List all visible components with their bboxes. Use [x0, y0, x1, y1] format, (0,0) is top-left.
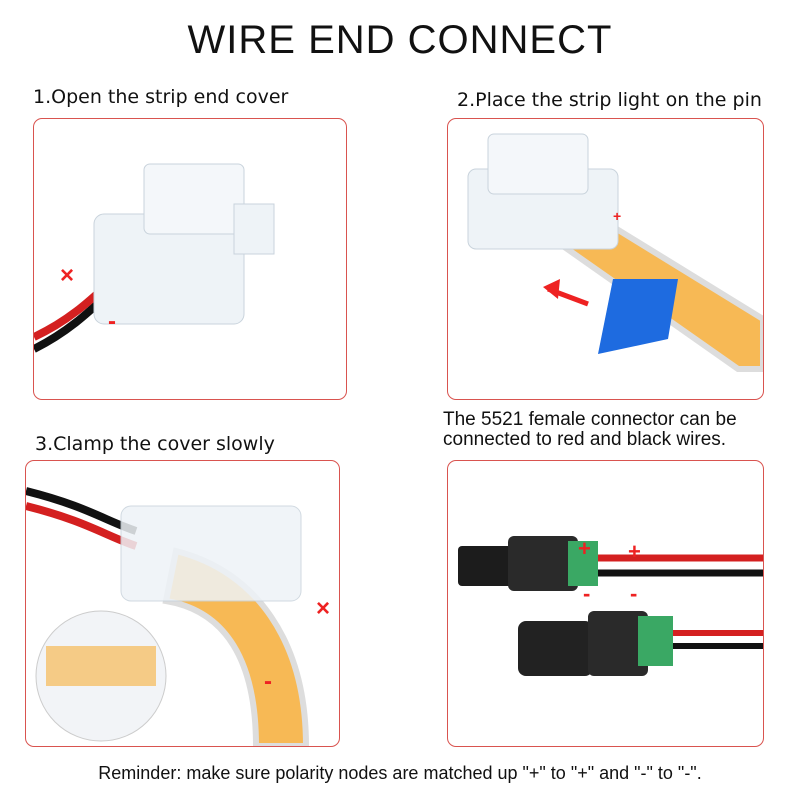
reminder-text: Reminder: make sure polarity nodes are m…	[98, 763, 702, 783]
cross-mark: ×	[60, 262, 74, 289]
step-2-label: 2.Place the strip light on the pin	[457, 89, 762, 111]
cross-mark: ×	[316, 595, 330, 622]
minus-mark: -	[264, 668, 272, 695]
step-3-image: × -	[25, 460, 340, 747]
minus-mark: -	[583, 581, 590, 606]
step-3-label: 3.Clamp the cover slowly	[35, 433, 275, 455]
page-title: WIRE END CONNECT	[187, 18, 613, 62]
minus-mark: -	[108, 308, 116, 335]
step-4-image: + + - -	[447, 460, 764, 747]
step-2-image: +	[447, 118, 764, 400]
plus-mark-wire: +	[628, 539, 641, 564]
plus-mark: +	[613, 208, 621, 224]
step-1-image: × -	[33, 118, 347, 400]
minus-mark-wire: -	[630, 581, 637, 606]
connector-note: The 5521 female connector can be connect…	[443, 409, 737, 450]
step-1-label: 1.Open the strip end cover	[33, 86, 289, 108]
plus-mark: +	[578, 536, 591, 561]
